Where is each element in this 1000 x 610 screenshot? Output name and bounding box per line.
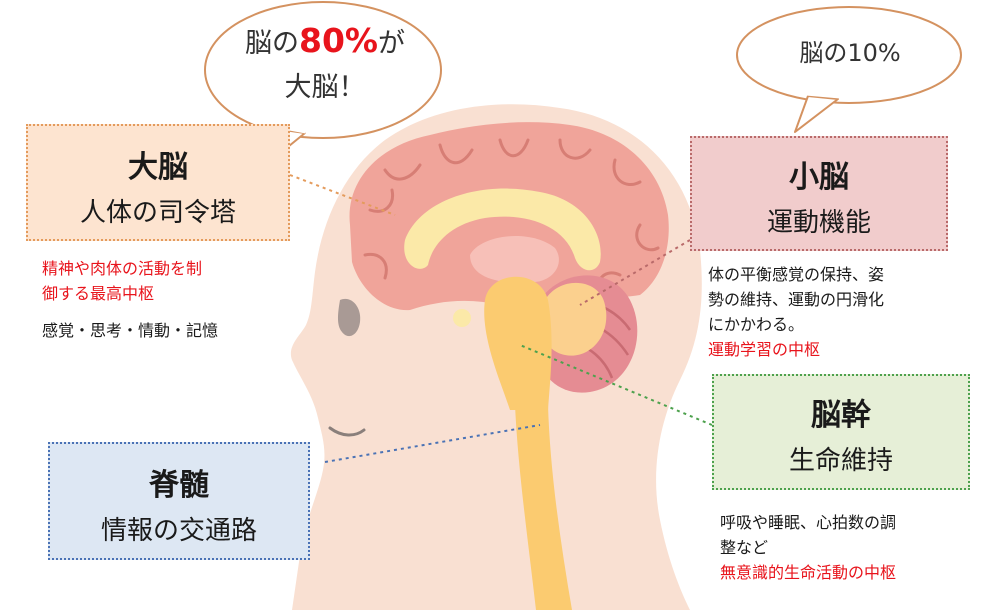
bubble-cerebrum-percent: 80% [299, 21, 378, 60]
cerebellum-note-line-2: 勢の維持、運動の円滑化 [708, 290, 885, 309]
bubble-cerebellum-text: 脳の10% [799, 39, 901, 67]
cerebellum-note: 体の平衡感覚の保持、姿 勢の維持、運動の円滑化 にかかわる。 運動学習の中枢 [708, 262, 884, 362]
brainstem-shape [484, 276, 552, 410]
bubble-cerebellum-shape [736, 6, 962, 133]
cerebellum-subtitle: 運動機能 [766, 208, 871, 238]
cerebellum-note-line-3: にかかわる。 [708, 315, 805, 334]
spinal-box: 脊髄 情報の交通路 [48, 442, 310, 560]
cerebrum-note: 精神や肉体の活動を制 御する最高中枢 感覚・思考・情動・記憶 [42, 256, 218, 343]
bubble-cerebellum: 脳の10% [760, 36, 940, 70]
leader-cerebrum [289, 174, 396, 216]
corpus-callosum [404, 188, 601, 271]
cerebellum-title: 小脳 [789, 160, 849, 195]
mouth-line [328, 426, 366, 437]
leader-spinal [324, 424, 541, 463]
cerebrum-title: 大脳 [128, 150, 188, 185]
brainstem-note-red: 無意識的生命活動の中枢 [720, 563, 897, 582]
pituitary [453, 309, 471, 327]
bubble-cerebrum: 脳の80%が 大脳！ [220, 22, 430, 107]
bubble-cerebrum-suffix: が [378, 28, 405, 59]
brainstem-note: 呼吸や睡眠、心拍数の調 整など 無意識的生命活動の中枢 [720, 510, 896, 585]
ear [338, 298, 361, 337]
spinal-subtitle: 情報の交通路 [100, 516, 257, 546]
bubble-cerebrum-line2: 大脳！ [284, 72, 366, 103]
brainstem-note-line-2: 整など [720, 538, 769, 557]
bubble-cerebrum-prefix: 脳の [245, 28, 299, 59]
brainstem-note-line-1: 呼吸や睡眠、心拍数の調 [720, 513, 897, 532]
brainstem-box: 脳幹 生命維持 [712, 374, 970, 490]
cerebrum-note-line: 感覚・思考・情動・記憶 [42, 321, 219, 340]
thalamus [470, 236, 559, 283]
cerebrum-subtitle: 人体の司令塔 [79, 198, 236, 228]
spinal-title: 脊髄 [149, 468, 209, 503]
cerebellum-core [540, 282, 607, 356]
cerebellum-note-line-1: 体の平衡感覚の保持、姿 [708, 265, 885, 284]
cerebellum-box: 小脳 運動機能 [690, 136, 948, 251]
cerebrum-note-red-2: 御する最高中枢 [42, 284, 155, 303]
cerebrum-folds [363, 138, 660, 294]
brainstem-title: 脳幹 [811, 398, 871, 433]
leader-cerebellum [579, 239, 691, 306]
cerebellum-note-red: 運動学習の中枢 [708, 340, 821, 359]
cerebrum-box: 大脳 人体の司令塔 [26, 124, 290, 241]
cerebrum-note-red-1: 精神や肉体の活動を制 [42, 259, 203, 278]
brainstem-subtitle: 生命維持 [788, 446, 893, 476]
spinal-cord-shape [515, 405, 572, 610]
